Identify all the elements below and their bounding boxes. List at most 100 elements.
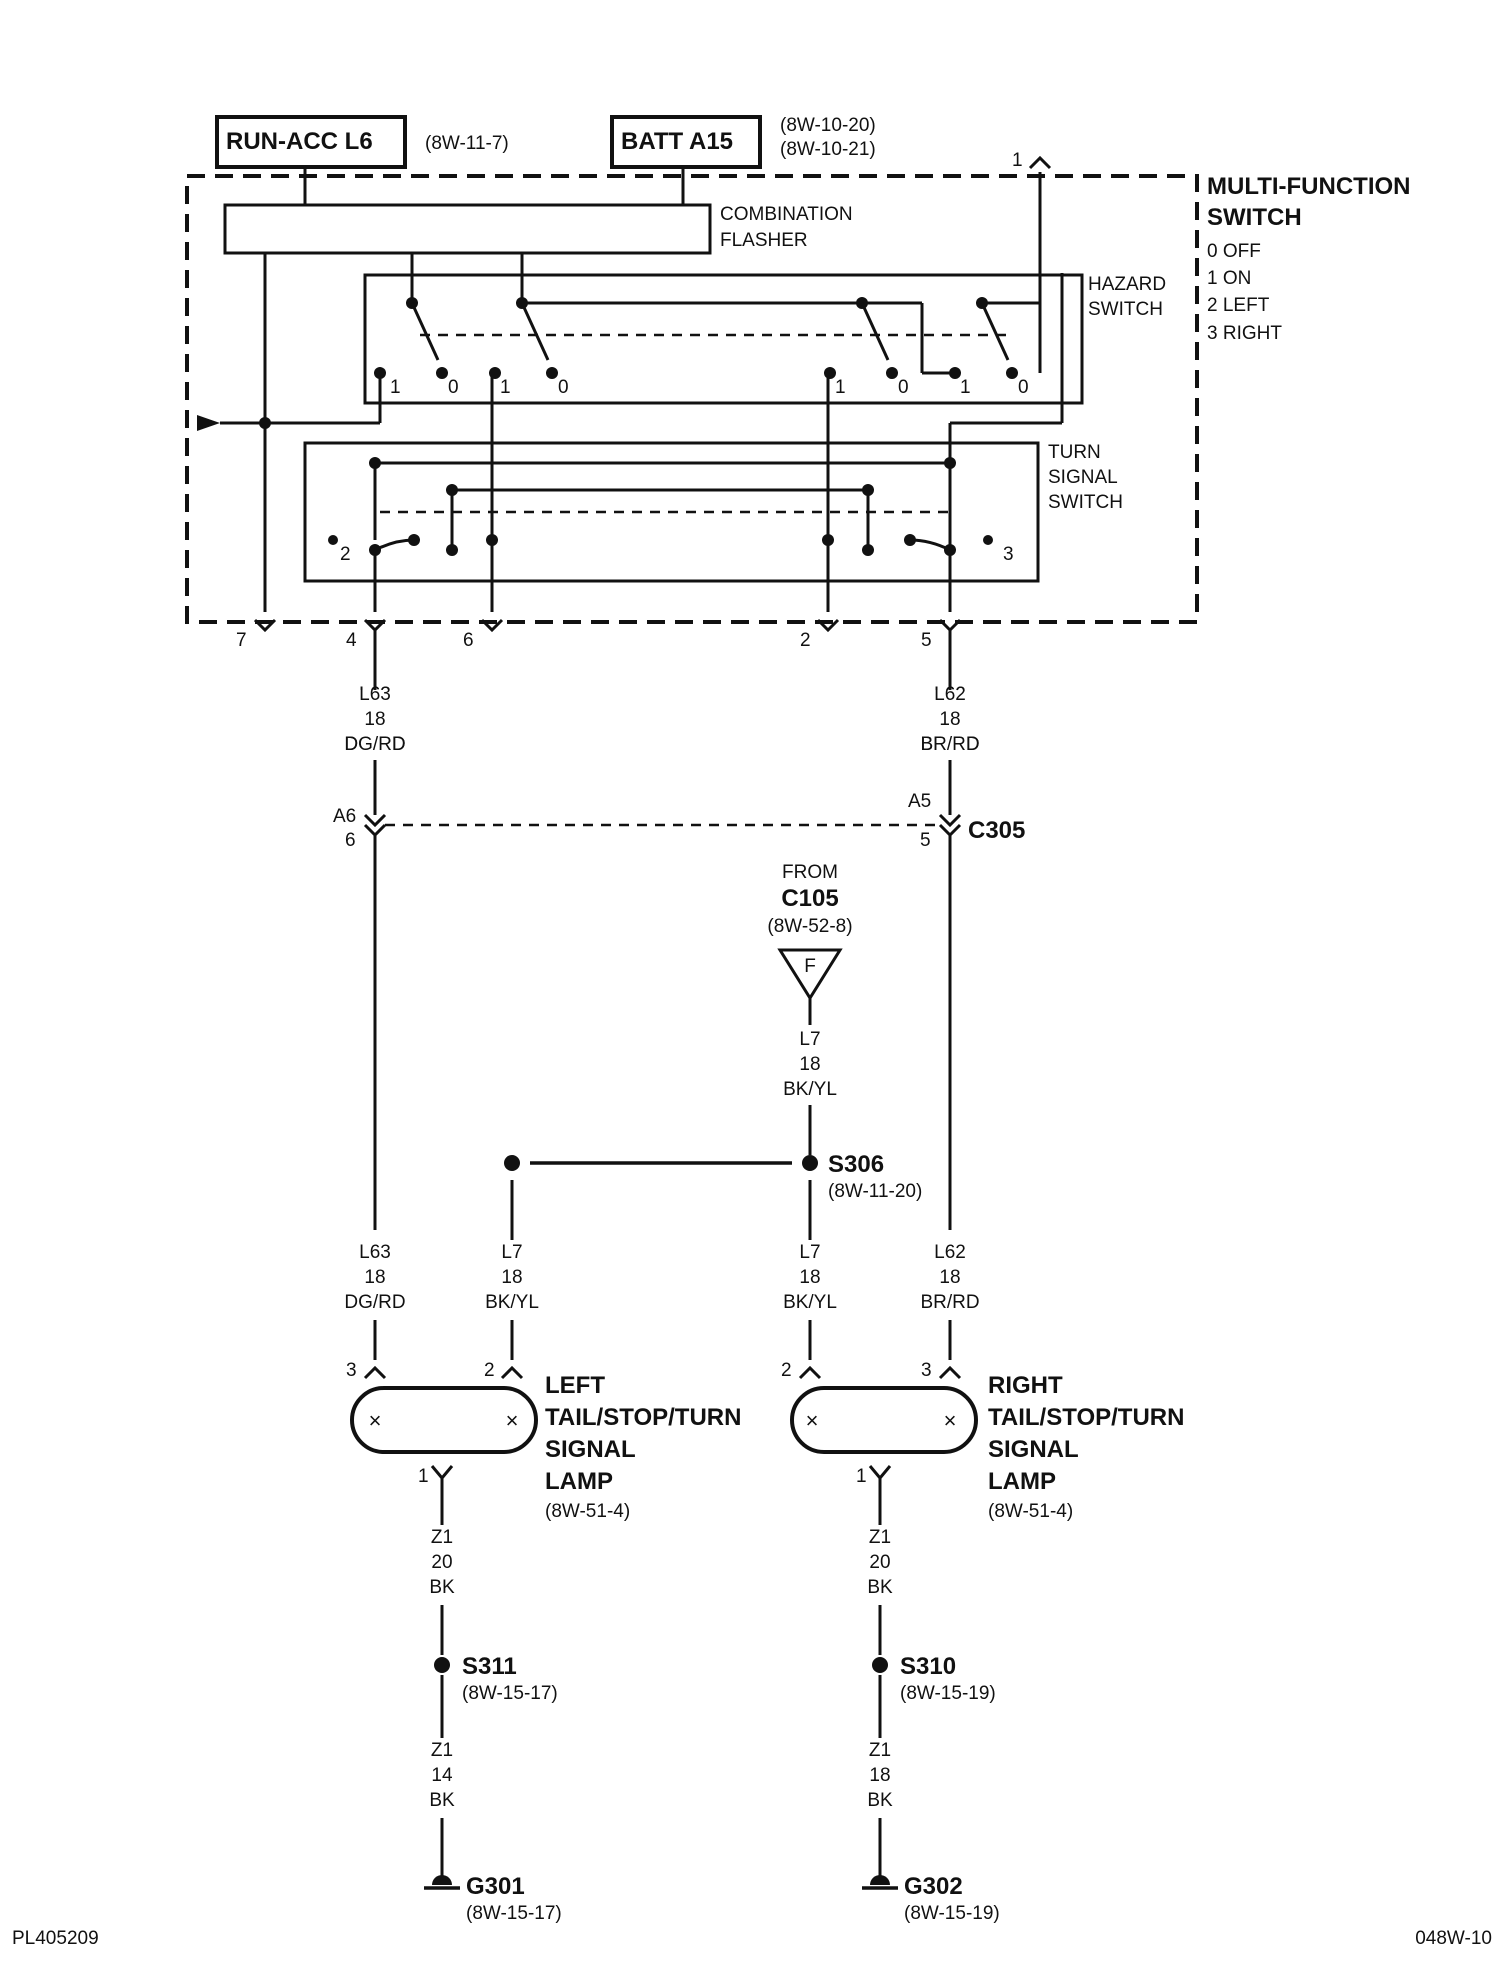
source-c105: FROM C105 (8W-52-8) F xyxy=(767,862,853,1001)
wire-l62-bottom-label: L62 18 BR/RD xyxy=(920,1240,980,1320)
svg-text:×: × xyxy=(944,1408,957,1433)
splice-s306-dot xyxy=(802,1155,818,1171)
footer-left-code: PL405209 xyxy=(12,1928,99,1949)
svg-text:×: × xyxy=(369,1408,382,1433)
svg-text:1: 1 xyxy=(500,377,511,398)
flasher-label-1: COMBINATION xyxy=(720,204,853,225)
svg-text:18: 18 xyxy=(869,1765,890,1786)
ground-g302-icon xyxy=(862,1875,898,1890)
hazard-label-2: SWITCH xyxy=(1088,299,1163,320)
svg-text:F: F xyxy=(804,956,816,977)
switch-title-2: SWITCH xyxy=(1207,204,1302,231)
right-lamp-label-4: LAMP xyxy=(988,1468,1056,1495)
turn-label-1: TURN xyxy=(1048,442,1101,463)
svg-text:BK/YL: BK/YL xyxy=(485,1292,539,1313)
svg-text:×: × xyxy=(806,1408,819,1433)
wire-l7-left-label: L7 18 BK/YL xyxy=(485,1240,539,1320)
svg-text:18: 18 xyxy=(939,1267,960,1288)
svg-text:2: 2 xyxy=(340,544,351,565)
svg-text:7: 7 xyxy=(236,630,247,651)
wire-l63-top-label-2: L63 18 DG/RD xyxy=(344,684,405,755)
svg-text:BR/RD: BR/RD xyxy=(920,1292,979,1313)
svg-text:3: 3 xyxy=(346,1360,357,1381)
left-lamp-label-3: SIGNAL xyxy=(545,1436,636,1463)
svg-text:L7: L7 xyxy=(799,1242,820,1263)
batt-box xyxy=(610,115,762,169)
batt-ref-1: (8W-10-20) xyxy=(780,115,876,136)
svg-text:L7: L7 xyxy=(799,1029,820,1050)
svg-text:2: 2 xyxy=(484,1360,495,1381)
svg-text:1: 1 xyxy=(960,377,971,398)
svg-text:DG/RD: DG/RD xyxy=(344,1292,405,1313)
svg-text:18: 18 xyxy=(364,1267,385,1288)
svg-text:3: 3 xyxy=(1003,544,1014,565)
svg-text:18: 18 xyxy=(501,1267,522,1288)
left-lamp-label-1: LEFT xyxy=(545,1372,605,1399)
svg-text:20: 20 xyxy=(431,1552,452,1573)
svg-text:BK: BK xyxy=(429,1790,455,1811)
wire-z1-left-a-label: Z1 20 BK xyxy=(422,1525,462,1605)
wire-l7-from-label: L7 18 BK/YL xyxy=(783,1025,837,1105)
svg-text:14: 14 xyxy=(431,1765,453,1786)
switch-state-2: 2 LEFT xyxy=(1207,295,1270,316)
hazard-switch-box xyxy=(363,273,1084,405)
footer-right-code: 048W-10 xyxy=(1415,1928,1492,1949)
svg-text:BR/RD: BR/RD xyxy=(920,734,979,755)
svg-text:18: 18 xyxy=(364,709,385,730)
ground-g301-icon xyxy=(424,1875,460,1890)
svg-text:BK: BK xyxy=(867,1790,893,1811)
right-tail-stop-turn-lamp: × × xyxy=(790,1386,978,1454)
run-acc-box xyxy=(215,115,407,169)
left-lamp-label-4: LAMP xyxy=(545,1468,613,1495)
wire-z1-left-b-label: Z1 14 BK xyxy=(422,1738,462,1818)
switch-state-3: 3 RIGHT xyxy=(1207,323,1282,344)
svg-text:FROM: FROM xyxy=(782,862,838,883)
svg-text:18: 18 xyxy=(939,709,960,730)
svg-text:0: 0 xyxy=(898,377,909,398)
batt-ref-2: (8W-10-21) xyxy=(780,139,876,160)
svg-text:18: 18 xyxy=(799,1267,820,1288)
splice-s311-ref: (8W-15-17) xyxy=(462,1683,558,1704)
splice-s310: S310 xyxy=(900,1653,956,1680)
splice-s306-ref: (8W-11-20) xyxy=(828,1181,922,1202)
left-lamp-ref: (8W-51-4) xyxy=(545,1501,630,1522)
input-arrow-icon xyxy=(197,415,220,431)
svg-text:L62: L62 xyxy=(934,1242,966,1263)
svg-text:4: 4 xyxy=(346,630,357,651)
svg-text:L62: L62 xyxy=(934,684,966,705)
svg-text:L7: L7 xyxy=(501,1242,522,1263)
svg-text:18: 18 xyxy=(799,1054,820,1075)
splice-s310-dot xyxy=(872,1657,888,1673)
left-tail-stop-turn-lamp: × × xyxy=(350,1386,538,1454)
svg-text:Z1: Z1 xyxy=(431,1740,453,1761)
svg-text:20: 20 xyxy=(869,1552,890,1573)
lamp-connector-pins: 3 2 2 3 xyxy=(346,1360,962,1381)
switch-state-1: 1 ON xyxy=(1207,268,1251,289)
ground-g302: G302 xyxy=(904,1873,963,1900)
svg-text:×: × xyxy=(506,1408,519,1433)
splice-s310-ref: (8W-15-19) xyxy=(900,1683,996,1704)
flasher-label-2: FLASHER xyxy=(720,230,808,251)
ground-g301: G301 xyxy=(466,1873,525,1900)
turn-label-3: SWITCH xyxy=(1048,492,1123,513)
right-lamp-label-3: SIGNAL xyxy=(988,1436,1079,1463)
svg-text:1: 1 xyxy=(390,377,401,398)
svg-text:0: 0 xyxy=(448,377,459,398)
svg-text:BK/YL: BK/YL xyxy=(783,1079,837,1100)
svg-text:L63: L63 xyxy=(359,684,391,705)
svg-text:Z1: Z1 xyxy=(869,1527,891,1548)
run-acc-ref: (8W-11-7) xyxy=(425,133,509,154)
svg-text:A5: A5 xyxy=(908,791,931,812)
svg-text:1: 1 xyxy=(418,1466,429,1487)
svg-text:1: 1 xyxy=(835,377,846,398)
svg-text:L63: L63 xyxy=(359,1242,391,1263)
svg-text:A6: A6 xyxy=(333,806,356,827)
turn-signal-switch-box xyxy=(303,441,1040,583)
svg-text:0: 0 xyxy=(1018,377,1029,398)
svg-text:BK/YL: BK/YL xyxy=(783,1292,837,1313)
right-lamp-label-2: TAIL/STOP/TURN xyxy=(988,1404,1184,1431)
svg-text:6: 6 xyxy=(463,630,474,651)
svg-text:3: 3 xyxy=(921,1360,932,1381)
ground-g302-ref: (8W-15-19) xyxy=(904,1903,1000,1924)
